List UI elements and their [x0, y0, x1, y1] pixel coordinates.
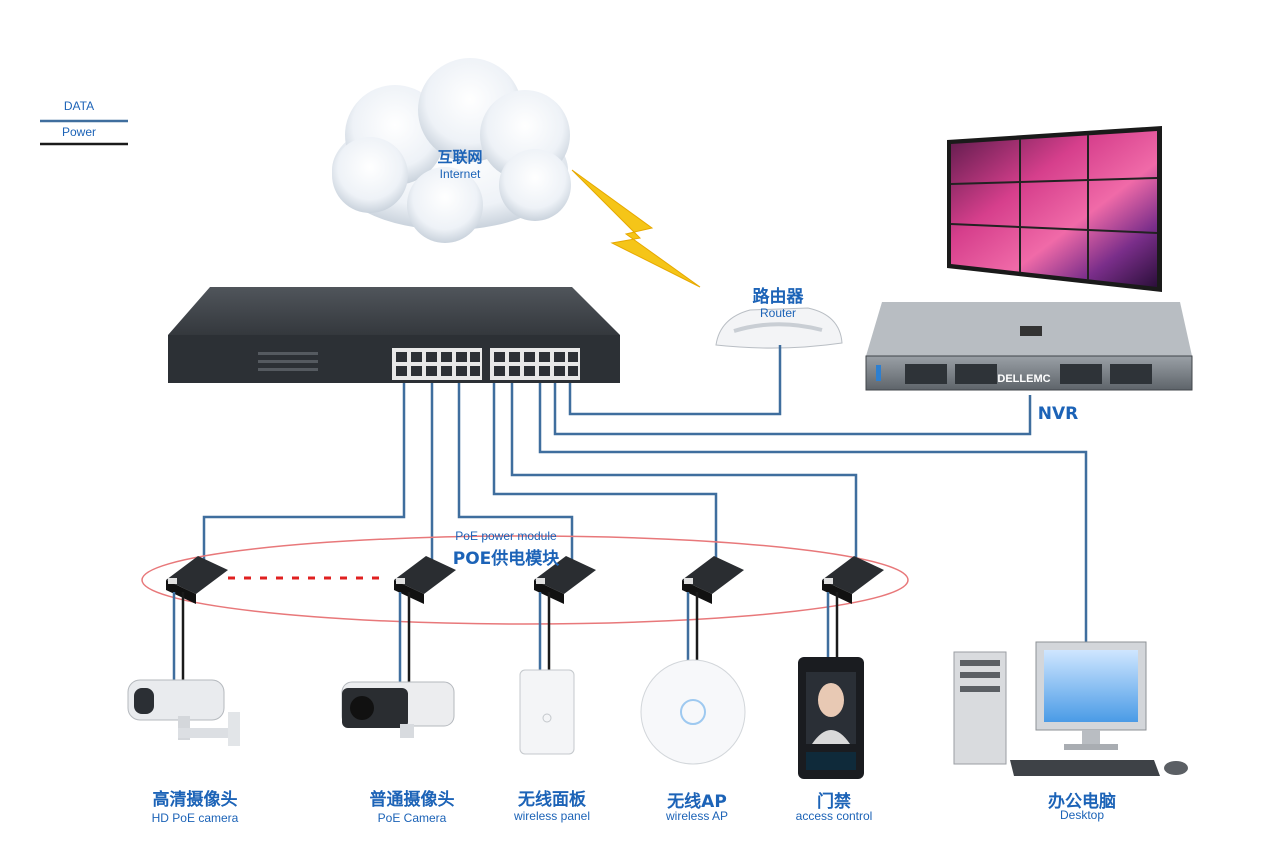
poe-module-icon — [166, 556, 228, 604]
router-label-en: Router — [759, 306, 797, 320]
router-label-zh: 路由器 — [752, 287, 804, 307]
video-wall-icon — [947, 126, 1162, 292]
device-label-zh: 无线面板 — [518, 790, 586, 810]
internet-label-en: Internet — [439, 167, 481, 181]
device-label-en: HD PoE camera — [151, 811, 239, 825]
device-label-zh: 普通摄像头 — [369, 790, 455, 810]
poe-camera-icon — [341, 681, 455, 738]
poe-module-ring — [141, 535, 909, 625]
access-control-icon — [798, 657, 864, 779]
device-label-zh: 门禁 — [817, 792, 851, 812]
device-label-en: wireless panel — [513, 809, 591, 823]
link-switch-nvr — [553, 383, 1032, 436]
device-cables — [172, 592, 839, 682]
device-label-zh: 办公电脑 — [1048, 792, 1116, 812]
device-label-en: access control — [795, 809, 873, 823]
nvr-label: NVR — [1037, 404, 1079, 424]
poe-switch-icon — [168, 287, 620, 383]
wireless-ap-icon — [640, 659, 746, 765]
device-label-zh: 无线AP — [667, 792, 727, 812]
lightning-bolt-icon — [571, 169, 701, 288]
link-switch-desktop — [538, 383, 1088, 642]
router-icon — [715, 307, 843, 349]
wireless-panel-icon — [519, 669, 575, 755]
poe-module-icon — [682, 556, 744, 604]
link-switch-router — [568, 345, 782, 416]
link-poe-4 — [492, 383, 718, 560]
hd-camera-icon — [127, 679, 240, 746]
nvr-brand-text: DELLEMC — [997, 373, 1050, 385]
legend-power-label: Power — [61, 125, 96, 139]
internet-label-zh: 互联网 — [437, 148, 483, 166]
desktop-computer-icon — [953, 641, 1188, 776]
device-label-en: PoE Camera — [377, 811, 447, 825]
device-label-en: wireless AP — [665, 809, 729, 823]
poe-module-label-en: PoE power module — [455, 529, 557, 543]
legend — [40, 119, 128, 146]
internet-cloud-icon — [332, 58, 571, 243]
poe-module-icon — [822, 556, 884, 604]
link-poe-1 — [202, 383, 406, 560]
data-links — [202, 345, 1088, 642]
device-label-zh: 高清摄像头 — [152, 790, 238, 810]
poe-module-label-zh: POE供电模块 — [452, 549, 560, 569]
link-poe-3 — [457, 383, 574, 560]
device-label-en: Desktop — [1059, 808, 1105, 822]
link-poe-5 — [510, 383, 858, 560]
legend-data-label: DATA — [63, 99, 95, 113]
nvr-server-icon: DELLEMC — [865, 302, 1193, 391]
